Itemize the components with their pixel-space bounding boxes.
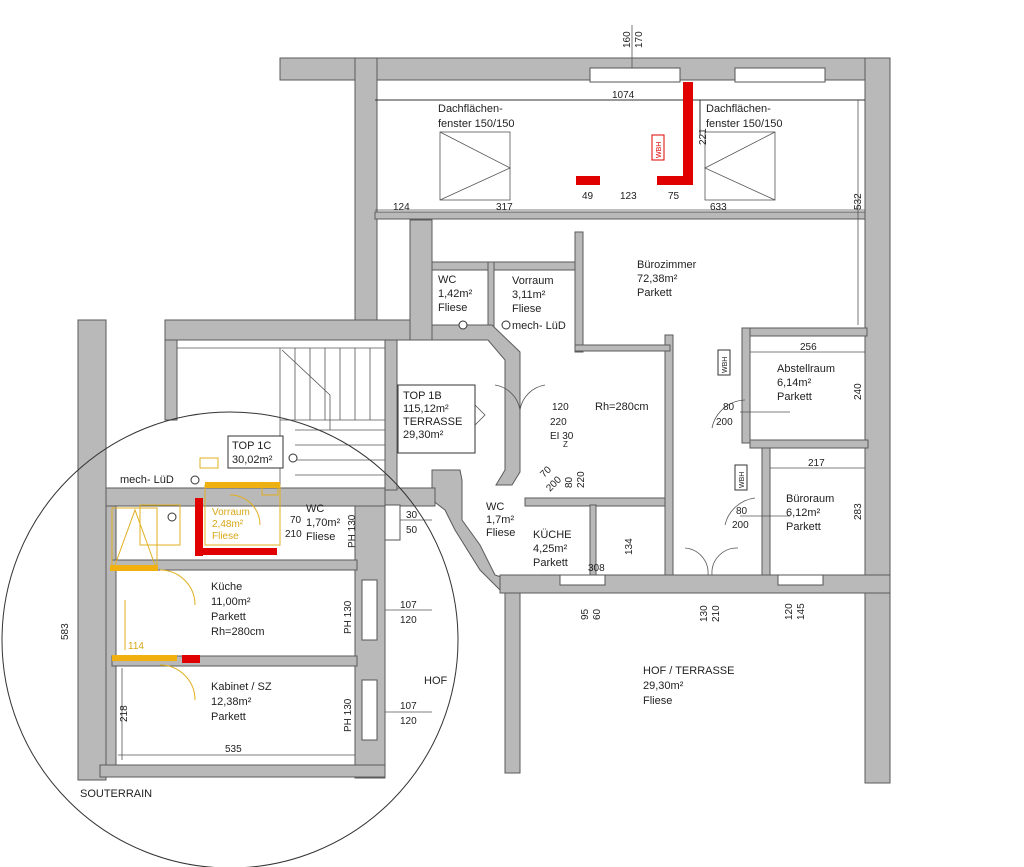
wbh-label: WBH [656,142,663,158]
dim: 221 [698,128,709,145]
top1b-box [397,384,476,454]
dim: 124 [393,202,410,213]
wbh-tags: WBH WBH WBH [651,134,748,491]
new-walls-red [182,82,693,663]
dim: 240 [853,383,864,400]
dim: 317 [496,202,513,213]
room-dach-left: Dachflächen-fenster 150/150 [438,103,514,130]
skylights [375,67,865,201]
walls [77,57,891,784]
dim: 200 [716,417,733,428]
room-labels: Dachflächen-fenster 150/150 Dachflächen-… [80,103,835,800]
mech-lud-lower: mech- LüD [120,474,174,486]
dim: 50 [406,525,418,536]
dim: 145 [796,603,807,620]
wbh-label: WBH [722,357,729,373]
dim: 134 [624,538,635,555]
dimension-lines [118,25,865,760]
dim: EI 30 [550,431,574,442]
dim: 283 [853,503,864,520]
dim: 308 [588,563,605,574]
dim: 75 [668,191,680,202]
dim: 107 [400,600,417,611]
dim: 114 [128,641,144,652]
dim: 107 [400,701,417,712]
dim: 130 [699,605,710,622]
dim: 95 [580,608,591,620]
dim: PH 130 [347,514,358,548]
rh-top: Rh=280cm [595,401,649,413]
dim: PH 130 [343,698,354,732]
dim: 120 [400,716,417,727]
top1c-box [227,435,284,469]
dim: 30 [406,510,418,521]
wbh-label: WBH [739,472,746,488]
dim: 160 [622,31,633,48]
dim: 80 [736,506,748,517]
dim: 49 [582,191,594,202]
dim: 535 [225,744,242,755]
room-hof-small: HOF [424,675,448,687]
dim: 70 [290,515,302,526]
yellow-layout [110,457,281,701]
dim: 120 [400,615,417,626]
dim: 123 [620,191,637,202]
dim: 532 [853,193,864,210]
dim: 583 [60,623,71,640]
dim: 120 [784,603,795,620]
ventilation-symbols [167,320,511,522]
dim: PH 130 [343,600,354,634]
souterrain-label: SOUTERRAIN [80,788,152,800]
dim: 220 [550,417,567,428]
dim: 256 [800,342,817,353]
dim: 217 [808,458,825,469]
dim: 220 [576,471,587,488]
dimension-labels: 160 170 1074 221 49 123 75 124 317 633 5… [60,31,864,755]
mech-lud-upper: mech- LüD [512,320,566,332]
dim: 80 [723,402,735,413]
dim: 80 [564,476,575,488]
dim: 633 [710,202,727,213]
dim: 210 [285,529,302,540]
dim: 210 [711,605,722,622]
highlight-circle [1,411,459,867]
dim: 218 [119,705,130,722]
dim: 200 [732,520,749,531]
dim: 120 [552,402,569,413]
dim: 60 [592,608,603,620]
dim: 170 [634,31,645,48]
room-dach-right: Dachflächen-fenster 150/150 [706,103,782,130]
dim: 1074 [612,90,635,101]
doors [361,384,824,741]
dim: Z [563,440,568,449]
